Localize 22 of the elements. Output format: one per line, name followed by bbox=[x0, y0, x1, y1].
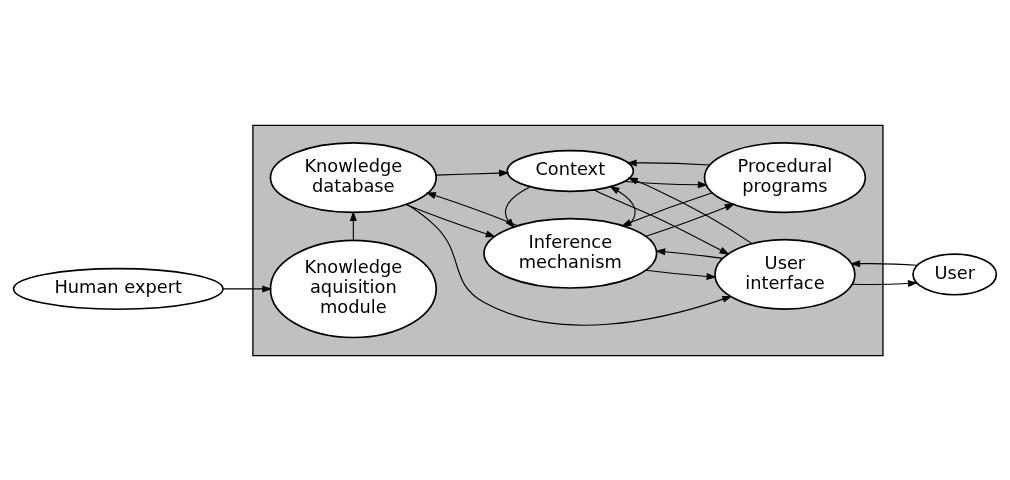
arrow bbox=[425, 191, 519, 226]
arrow bbox=[609, 185, 636, 227]
arrow bbox=[655, 247, 724, 259]
node-ellipse: User interface bbox=[714, 238, 856, 310]
arrow bbox=[406, 203, 733, 326]
arrow bbox=[349, 210, 357, 240]
arrow bbox=[621, 191, 713, 226]
cluster bbox=[252, 124, 884, 356]
arrow bbox=[623, 180, 708, 188]
arrow bbox=[405, 203, 496, 237]
node-ellipse: Human expert bbox=[12, 267, 224, 310]
arrow bbox=[645, 203, 735, 237]
arrow bbox=[850, 259, 918, 267]
node-ellipse: Knowledge aquisition module bbox=[269, 238, 438, 338]
arrow bbox=[222, 284, 273, 292]
arrow bbox=[645, 269, 717, 280]
arrow bbox=[593, 188, 730, 255]
arrow bbox=[504, 185, 531, 228]
arrow bbox=[851, 279, 918, 287]
arrow bbox=[435, 169, 510, 177]
node-ellipse: User bbox=[912, 252, 998, 296]
arrow bbox=[626, 158, 711, 166]
